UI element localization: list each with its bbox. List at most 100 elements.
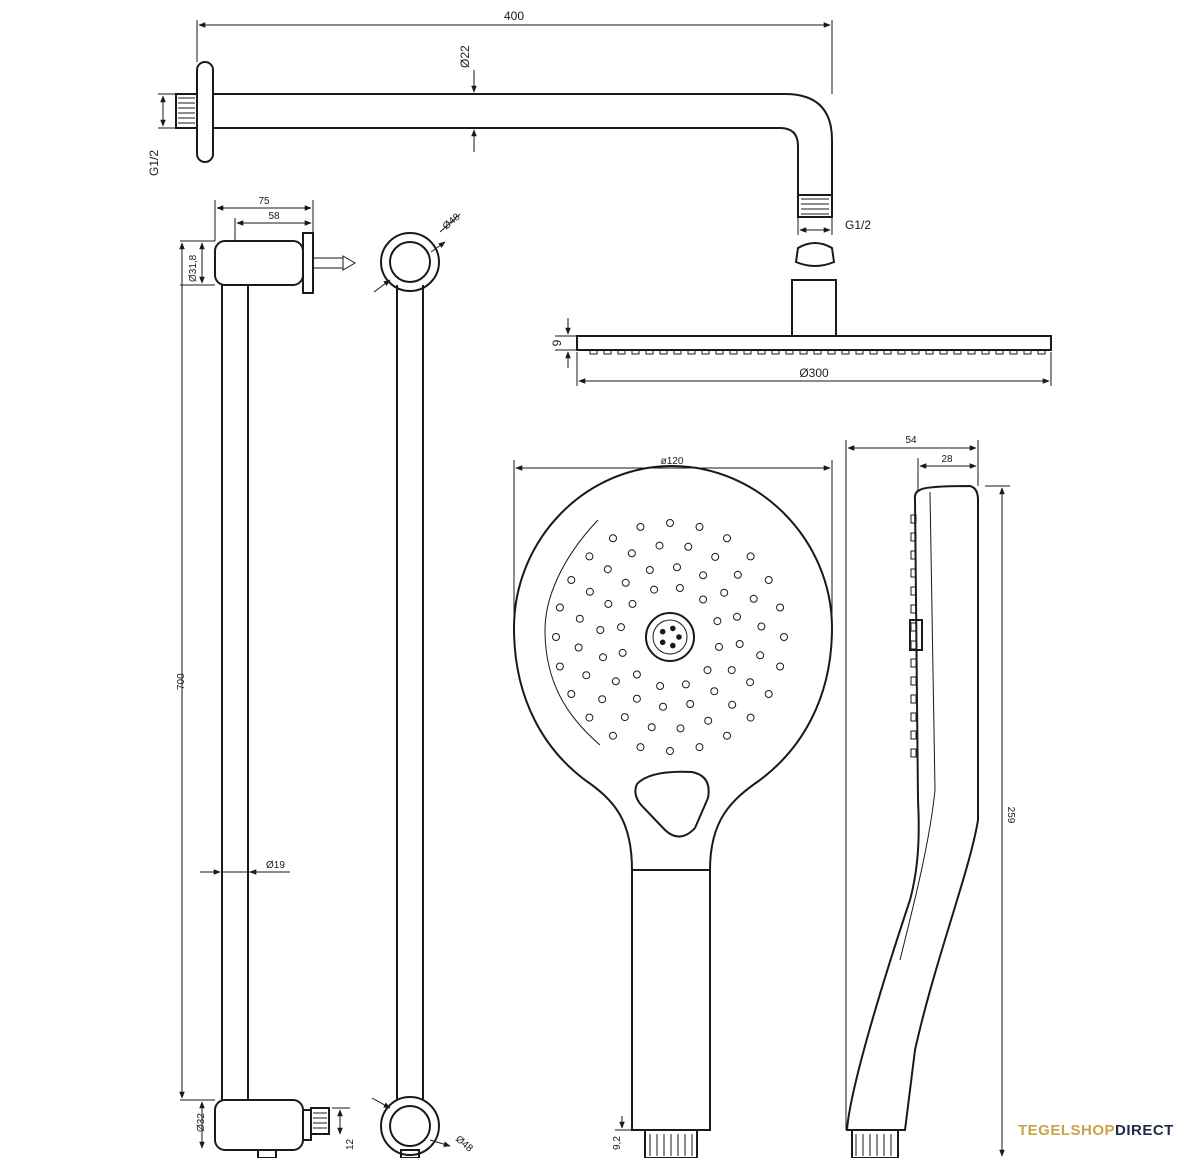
hand-nozzle	[582, 671, 591, 680]
hand-nozzle	[575, 614, 584, 623]
head-nozzle	[715, 349, 724, 355]
hand-nozzle	[746, 713, 755, 722]
hand-nozzle	[704, 716, 713, 725]
side-nozzle	[910, 532, 917, 542]
bracket-top-diameter-label: Ø31,8	[188, 254, 199, 282]
head-thickness-label: 9	[550, 339, 564, 346]
hand-nozzle	[574, 643, 583, 652]
head-nozzle	[701, 349, 710, 355]
side-nozzle	[910, 568, 917, 578]
head-nozzle	[981, 349, 990, 355]
hand-nozzle	[749, 594, 758, 603]
bracket-depth-label: 75	[258, 196, 270, 207]
head-nozzle	[911, 349, 920, 355]
hand-nozzle	[728, 700, 737, 709]
head-nozzle	[771, 349, 780, 355]
hand-nozzle	[611, 677, 620, 686]
hand-nozzle	[655, 541, 664, 550]
slide-bar-front-dimensions: 75 58 Ø31,8 700 Ø19 Ø32 12	[176, 196, 356, 1150]
hand-nozzle	[647, 723, 656, 732]
head-nozzle	[785, 349, 794, 355]
side-nozzle	[910, 550, 917, 560]
head-nozzle	[939, 349, 948, 355]
hand-nozzle	[632, 670, 641, 679]
hand-nozzle	[555, 603, 564, 612]
hand-nozzle	[776, 662, 785, 671]
hand-nozzle	[567, 576, 576, 584]
side-nozzle	[910, 730, 917, 740]
hand-nozzle	[645, 566, 654, 574]
brand-logo-part1: TEGELSHOP	[1018, 1122, 1116, 1139]
side-nozzle	[910, 712, 917, 722]
head-nozzle	[869, 349, 878, 355]
rain-shower-head	[576, 242, 1052, 355]
hand-nozzle	[686, 700, 695, 708]
hand-nozzle	[609, 731, 617, 740]
hand-nozzle	[599, 653, 607, 662]
hand-nozzle	[617, 623, 625, 632]
head-nozzle	[645, 349, 654, 355]
slide-bar-front	[214, 232, 356, 1158]
hand-nozzle	[735, 640, 744, 648]
head-dimensions: 9 Ø300	[550, 318, 1052, 386]
hand-nozzle	[666, 519, 674, 527]
side-nozzle	[910, 604, 917, 614]
head-nozzle	[813, 349, 822, 355]
hand-nozzle	[627, 549, 636, 558]
bar-diameter-label: Ø19	[266, 860, 285, 871]
hand-nozzle	[711, 552, 720, 561]
hand-shower-side	[845, 484, 979, 1158]
head-nozzle	[967, 349, 976, 355]
brand-logo-part2: DIRECT	[1115, 1122, 1174, 1139]
ring-bottom-label: Ø48	[453, 1134, 475, 1155]
center-nozzle	[659, 628, 666, 635]
center-nozzle	[670, 642, 676, 649]
hand-nozzle	[764, 576, 773, 584]
hand-nozzle	[585, 713, 594, 722]
hand-nozzle	[585, 587, 594, 596]
hand-nozzle	[585, 552, 594, 561]
hand-side-dimensions: 54 28 259	[845, 435, 1016, 1157]
side-nozzle	[910, 748, 917, 758]
side-nozzle	[910, 694, 917, 704]
hand-tip-label: 28	[941, 454, 953, 465]
hand-nozzle	[650, 585, 659, 594]
hand-nozzle	[681, 680, 690, 689]
hand-nozzle	[684, 542, 693, 551]
head-nozzle	[827, 349, 836, 355]
hand-nozzle	[746, 552, 755, 561]
hand-nozzle	[715, 642, 723, 651]
hand-nozzle	[780, 633, 788, 641]
side-nozzle	[910, 640, 917, 650]
head-nozzle	[855, 349, 864, 355]
bracket-bottom-diameter-label: Ø32	[196, 1113, 207, 1132]
head-nozzle	[743, 349, 752, 355]
head-nozzle	[603, 349, 612, 355]
head-nozzle	[687, 349, 696, 355]
side-nozzles	[910, 514, 917, 758]
head-nozzle	[883, 349, 892, 355]
hand-shower-front	[512, 464, 834, 1158]
hand-nozzle	[720, 588, 729, 597]
hose-conn-label: 9,2	[612, 1136, 623, 1150]
hand-nozzle	[628, 599, 637, 608]
hand-nozzle	[699, 595, 708, 604]
hand-nozzle	[598, 695, 607, 704]
head-diameter-label: Ø300	[799, 366, 829, 380]
head-nozzle	[1037, 349, 1046, 355]
hand-nozzle	[764, 690, 773, 698]
head-nozzle	[995, 349, 1004, 355]
center-nozzle	[676, 634, 682, 640]
hand-nozzle	[618, 648, 627, 657]
hand-length-label: 259	[1005, 807, 1016, 824]
hand-front-dimensions: ø120 9,2	[513, 456, 833, 1150]
head-nozzle	[925, 349, 934, 355]
hand-nozzle	[609, 534, 617, 543]
hand-nozzle	[659, 702, 667, 711]
arm-length-label: 400	[504, 9, 524, 23]
hand-nozzle	[620, 713, 629, 722]
shower-arm	[175, 61, 833, 218]
head-nozzle	[897, 349, 906, 355]
hand-nozzle	[723, 534, 731, 543]
hand-nozzle	[756, 651, 765, 660]
